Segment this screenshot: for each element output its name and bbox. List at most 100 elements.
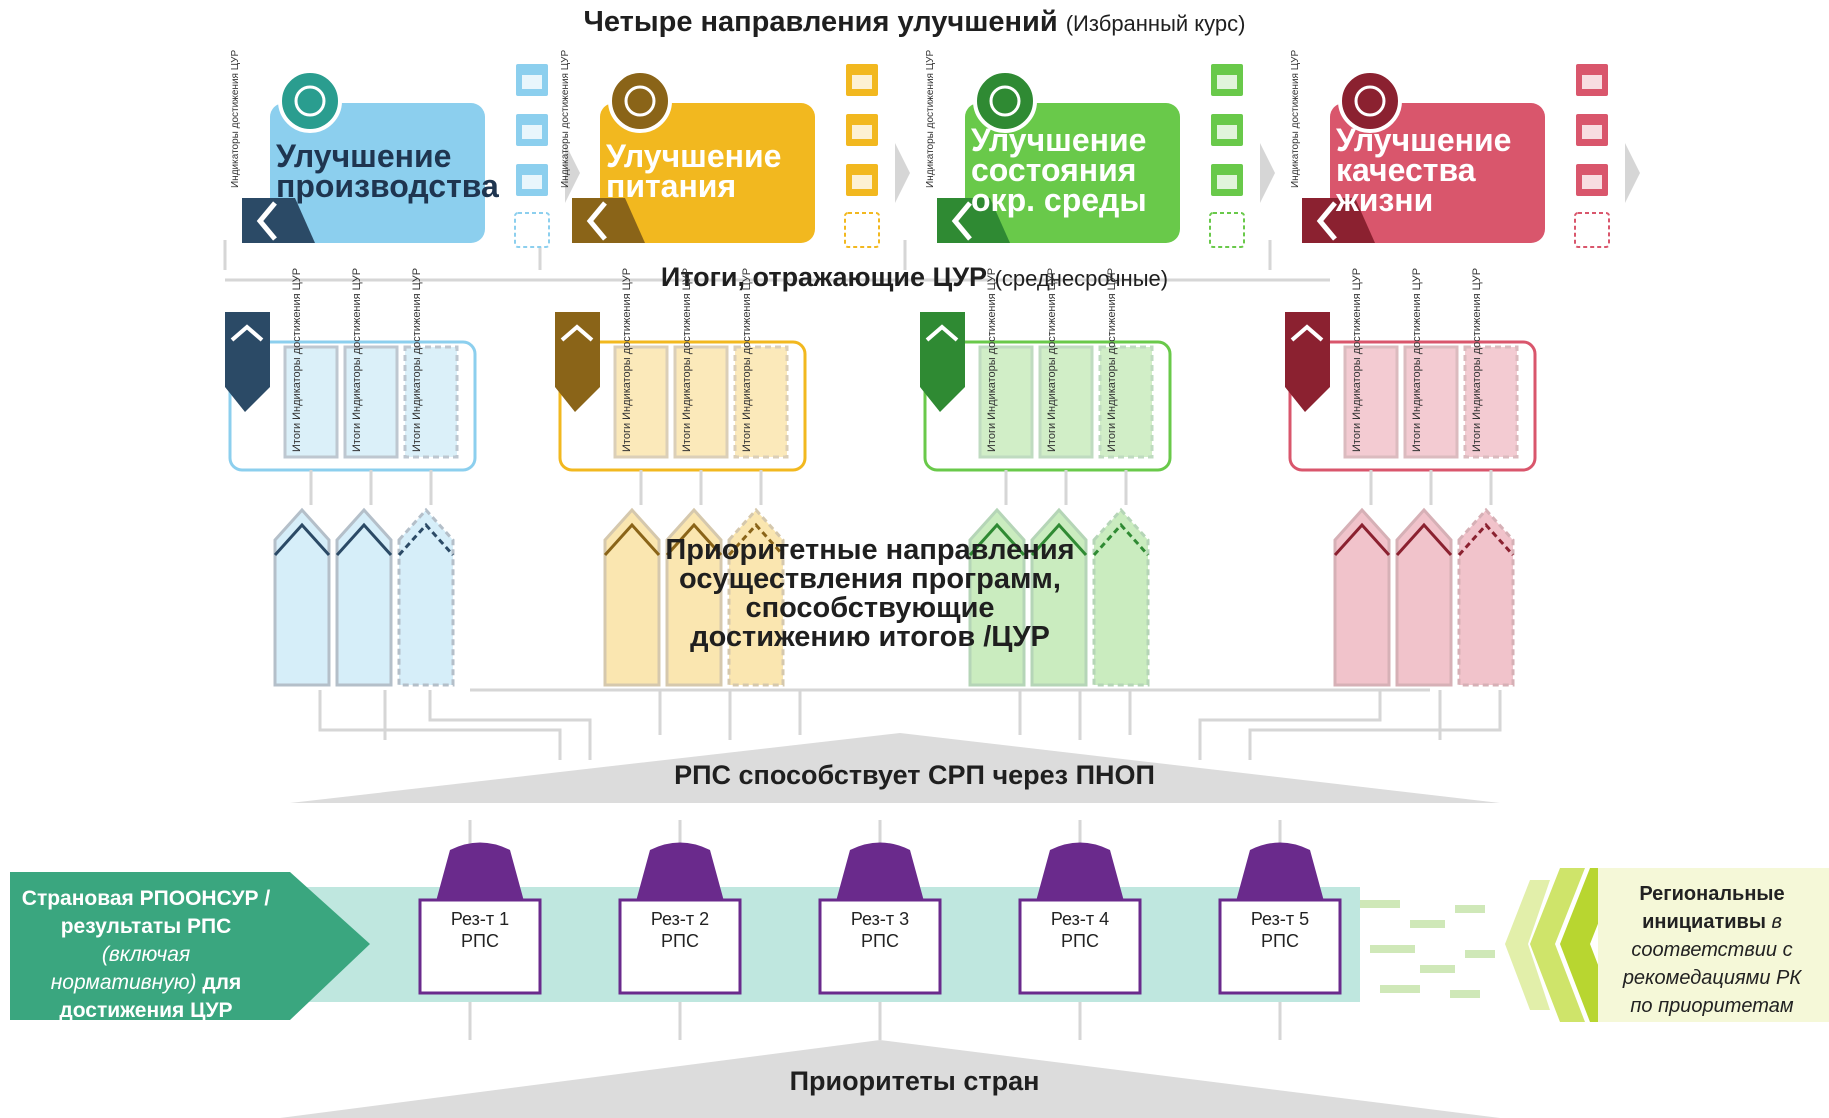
result-box xyxy=(1018,898,1142,995)
outcome-column-label: Итоги Индикаторы достижения ЦУР xyxy=(351,268,367,452)
outcome-frame xyxy=(1288,340,1537,472)
badge-symbol xyxy=(294,85,326,117)
card-4 xyxy=(1285,62,1640,687)
country-framework-arrow xyxy=(10,872,370,1020)
outcome-column-label: Итоги Индикаторы достижения ЦУР xyxy=(1351,268,1367,452)
chevron-up-icon xyxy=(397,522,455,557)
outcome-frame xyxy=(558,340,807,472)
chevron-up-icon xyxy=(1030,522,1088,557)
outcomes-label-sub: (среднесрочные) xyxy=(994,266,1169,291)
outcome-column xyxy=(978,345,1034,459)
result-tab xyxy=(835,842,925,905)
card-side-label: Индикаторы достижения ЦУР xyxy=(560,49,571,188)
outcome-column-label: Итоги Индикаторы достижения ЦУР xyxy=(1106,268,1122,452)
chevron-up-icon xyxy=(273,522,331,557)
result-label-5: Рез-т 5 РПС xyxy=(1250,909,1310,951)
outcome-column-text: Итоги Индикаторы достижения ЦУР xyxy=(1351,267,1363,452)
sdg-placeholder-icon xyxy=(514,212,550,248)
sdg-glyph xyxy=(852,125,872,139)
card-1 xyxy=(225,62,580,687)
priority-arrow xyxy=(1092,507,1150,687)
outcome-column-text: Итоги Индикаторы достижения ЦУР xyxy=(1046,267,1058,452)
result-1 xyxy=(418,842,542,995)
priority-arrow xyxy=(335,507,393,687)
card-3 xyxy=(920,62,1275,687)
card-badge-icon xyxy=(608,69,672,133)
diagram-title: Четыре направления улучшений (Избранный … xyxy=(0,6,1829,39)
card-title-2: Улучшение питания xyxy=(606,138,782,204)
countries-label: Приоритеты стран xyxy=(789,1066,1040,1096)
badge-symbol xyxy=(1354,85,1386,117)
outcome-frame xyxy=(923,340,1172,472)
chevron-up-icon xyxy=(1457,522,1515,557)
card-body xyxy=(1330,103,1545,243)
chevron-up-icon xyxy=(1333,522,1391,557)
country-framework-text: Страновая РПООНСУР / результаты РПС (вкл… xyxy=(10,885,282,1025)
rps-funnel xyxy=(290,733,1500,803)
outcome-column-text: Итоги Индикаторы достижения ЦУР xyxy=(1106,267,1118,452)
regional-initiatives-text: Региональные инициативы в соответствии с… xyxy=(1598,880,1826,1020)
chevron-up-icon xyxy=(1290,324,1324,342)
card-side-label: Индикаторы достижения ЦУР xyxy=(230,49,241,188)
priority-arrow xyxy=(968,507,1026,687)
card-title-1: Улучшение производства xyxy=(276,138,499,204)
countries-funnel xyxy=(280,1040,1500,1118)
regional-chevrons xyxy=(1360,868,1829,1022)
sdg-placeholder-icon xyxy=(1574,212,1610,248)
priority-arrow xyxy=(665,507,723,687)
outcome-column xyxy=(1343,345,1399,459)
priority-arrow xyxy=(1030,507,1088,687)
sdg-glyph xyxy=(522,125,542,139)
title-main-text: Четыре направления улучшений xyxy=(583,6,1058,38)
result-tab xyxy=(1235,842,1325,905)
cf-line3: (включая xyxy=(101,943,191,966)
ri-ital2: соответствии с xyxy=(1631,939,1793,961)
chevron-left-icon xyxy=(1316,201,1337,241)
outcome-column-text: Итоги Индикаторы достижения ЦУР xyxy=(1411,267,1423,452)
cf-line2: результаты РПС xyxy=(60,915,232,938)
result-label-3: Рез-т 3 РПС xyxy=(850,909,910,951)
card-title-4: Улучшение качества жизни xyxy=(1336,122,1512,218)
result-label-1: Рез-т 1 РПС xyxy=(450,909,510,951)
result-tab xyxy=(635,842,725,905)
sdg-glyph xyxy=(1582,125,1602,139)
result-box xyxy=(618,898,742,995)
rps-label: РПС способствует СРП через ПНОП xyxy=(674,760,1155,790)
outcome-column xyxy=(673,345,729,459)
outcome-column xyxy=(1463,345,1519,459)
outcome-column-text: Итоги Индикаторы достижения ЦУР xyxy=(291,267,303,452)
result-box xyxy=(818,898,942,995)
chevron-up-icon xyxy=(603,522,661,557)
priority-arrow xyxy=(273,507,331,687)
connector-arrow xyxy=(1260,143,1275,203)
sdg-glyph xyxy=(1582,75,1602,89)
priority-arrow xyxy=(1333,507,1391,687)
outcome-frame xyxy=(228,340,477,472)
outcomes-label-main: Итоги, отражающие ЦУР xyxy=(660,262,988,292)
result-label-2: Рез-т 2 РПС xyxy=(650,909,710,951)
priority-arrow xyxy=(397,507,455,687)
card-corner xyxy=(937,198,1010,243)
chevron-up-icon xyxy=(968,522,1026,557)
ri-ital3: рекомедациями РК xyxy=(1622,967,1802,989)
outcome-column-text: Итоги Индикаторы достижения ЦУР xyxy=(621,267,633,452)
ri-bold2: инициативы xyxy=(1642,911,1766,933)
card-side-label: Индикаторы достижения ЦУР xyxy=(925,49,936,188)
priority-arrow xyxy=(727,507,785,687)
outcome-column xyxy=(343,345,399,459)
result-4 xyxy=(1018,842,1142,995)
outcome-column xyxy=(613,345,669,459)
result-box xyxy=(1218,898,1342,995)
cf-line1: Страновая РПООНСУР / xyxy=(21,887,271,910)
sdg-glyph xyxy=(522,175,542,189)
result-label-4: Рез-т 4 РПС xyxy=(1050,909,1110,951)
result-5 xyxy=(1218,842,1342,995)
outcome-column-label: Итоги Индикаторы достижения ЦУР xyxy=(1411,268,1427,452)
outcomes-label: Итоги, отражающие ЦУР (среднесрочные) xyxy=(0,262,1829,293)
result-tab xyxy=(1035,842,1125,905)
connector-lines xyxy=(223,240,1502,1040)
chevron-left-icon xyxy=(951,201,972,241)
sdg-placeholder-icon xyxy=(844,212,880,248)
chevron-left-icon xyxy=(586,201,607,241)
